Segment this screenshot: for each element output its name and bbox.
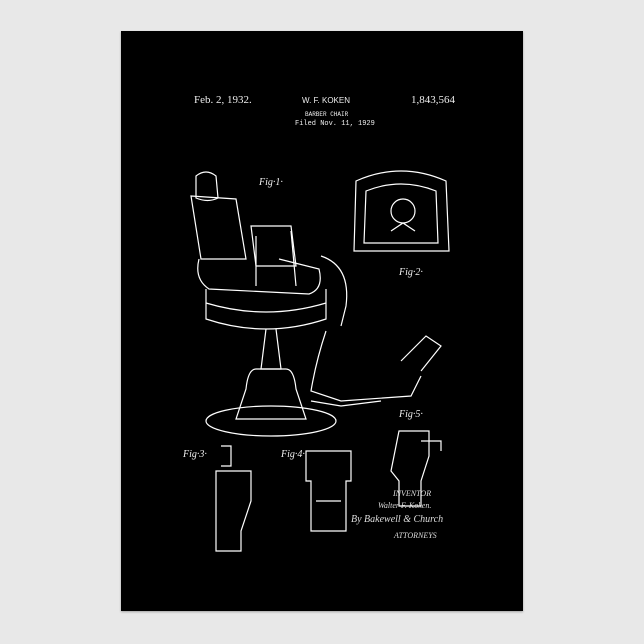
fig3-label: Fig·3· xyxy=(183,449,207,460)
patent-poster: Feb. 2, 1932. W. F. KOKEN BARBER CHAIR F… xyxy=(121,31,523,611)
inventor-label: INVENTOR xyxy=(393,489,431,498)
fig4-label: Fig·4· xyxy=(281,449,305,460)
fig5-label: Fig·5· xyxy=(399,409,423,420)
attorneys-signature: By Bakewell & Church xyxy=(351,514,443,525)
barber-chair-drawing xyxy=(121,31,523,611)
inventor-signature: Walter F. Koken. xyxy=(378,501,431,510)
fig1-label: Fig·1· xyxy=(259,177,283,188)
fig1-chair xyxy=(191,172,441,436)
fig2-section xyxy=(354,171,449,251)
fig2-label: Fig·2· xyxy=(399,267,423,278)
attorneys-label: ATTORNEYS xyxy=(394,531,437,540)
